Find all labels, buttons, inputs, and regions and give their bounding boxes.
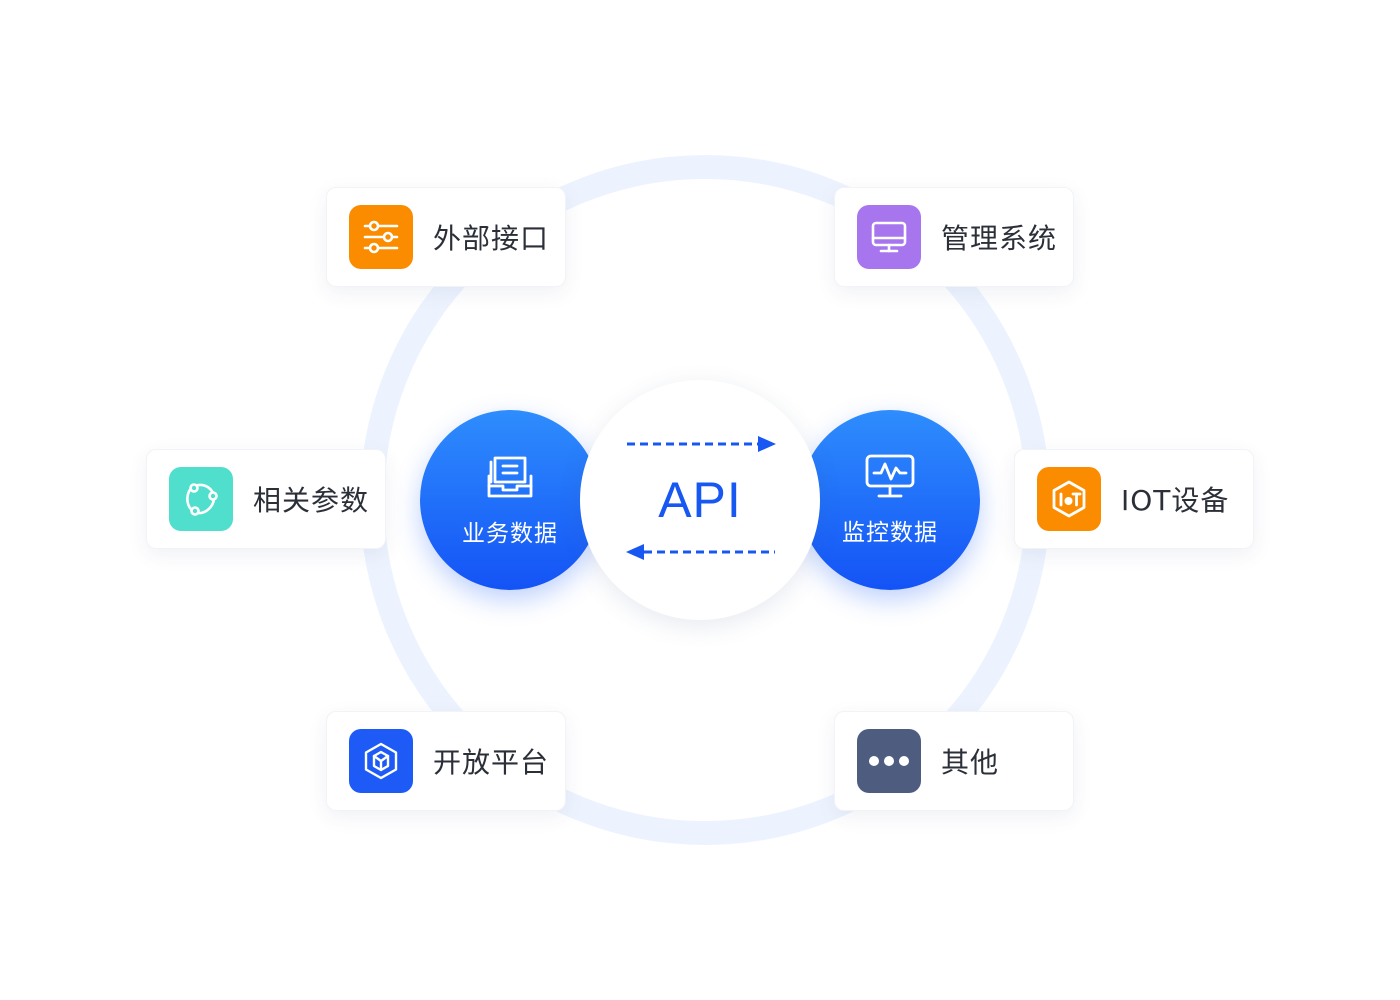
card-label: 相关参数 (253, 484, 370, 517)
bubble-business-data[interactable]: 业务数据 (420, 410, 600, 590)
card-others[interactable]: 其他 (834, 711, 1074, 811)
card-label: IOT设备 (1121, 484, 1230, 517)
arrow-right (627, 436, 776, 452)
bubble-monitoring-data[interactable]: 监控数据 (800, 410, 980, 590)
monitor-pulse-icon (864, 453, 916, 503)
document-tray-icon (485, 452, 535, 504)
api-label: API (658, 472, 742, 528)
card-management-system[interactable]: 管理系统 (834, 187, 1074, 287)
more-icon (857, 729, 921, 793)
bubble-label: 业务数据 (462, 521, 558, 547)
card-open-platform[interactable]: 开放平台 (326, 711, 566, 811)
api-circle (580, 380, 820, 620)
card-label: 管理系统 (941, 222, 1058, 255)
bubble-label: 监控数据 (842, 520, 938, 546)
card-external-interface[interactable]: 外部接口 (326, 187, 566, 287)
arrow-left (626, 544, 775, 560)
monitor-icon (857, 205, 921, 269)
api-arrows (626, 436, 776, 560)
cube-icon (349, 729, 413, 793)
node-graph-icon (169, 467, 233, 531)
iot-icon (1037, 467, 1101, 531)
card-label: 开放平台 (433, 746, 550, 779)
card-label: 外部接口 (433, 222, 550, 255)
sliders-icon (349, 205, 413, 269)
card-related-params[interactable]: 相关参数 (146, 449, 386, 549)
card-iot-device[interactable]: IOT设备 (1014, 449, 1254, 549)
card-label: 其他 (941, 746, 1000, 779)
